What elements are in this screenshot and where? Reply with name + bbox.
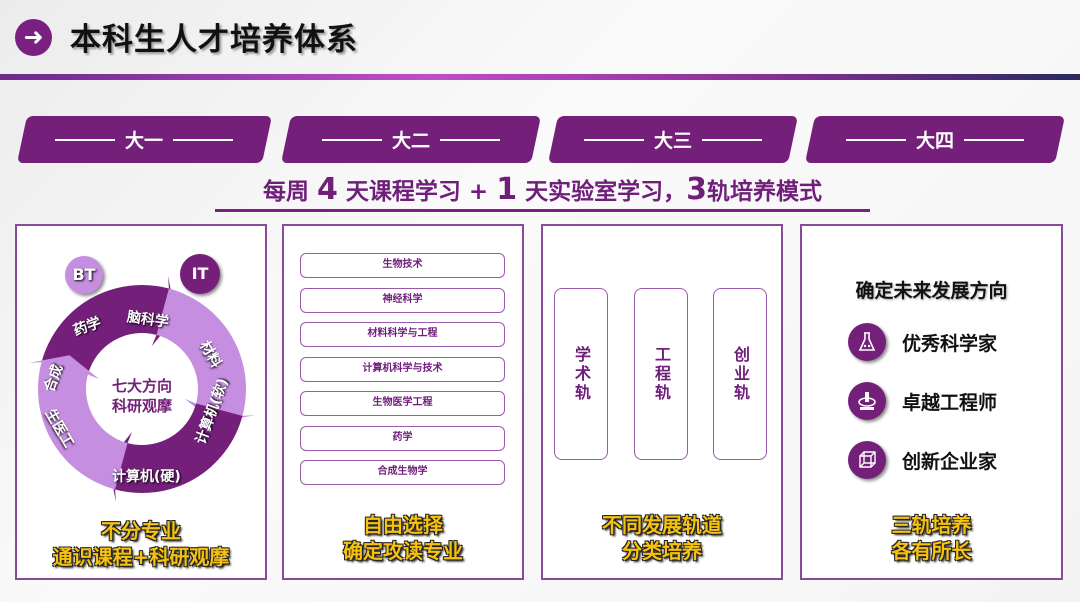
cycle-diagram [28, 275, 256, 503]
badge-bt: BT [65, 256, 103, 294]
major-item: 计算机科学与技术 [300, 357, 505, 382]
card-year-2: 生物技术 神经科学 材料科学与工程 计算机科学与技术 生物医学工程 药学 合成生… [282, 224, 524, 580]
tab-year-2: 大二 [281, 116, 541, 163]
schedule-subtitle: 每周 4 天课程学习 + 1 天实验室学习，3轨培养模式 [215, 172, 870, 212]
major-item: 合成生物学 [300, 460, 505, 485]
segment-label: 计算机(硬) [112, 469, 181, 485]
tab-year-1: 大一 [17, 116, 272, 163]
tab-year-3: 大三 [548, 116, 798, 163]
track-academic: 学术轨 [554, 288, 608, 460]
cycle-segment-bottom [108, 403, 243, 503]
track-engineering: 工程轨 [634, 288, 688, 460]
major-item: 神经科学 [300, 288, 505, 313]
flask-icon [848, 323, 886, 361]
career-item-scientist: 优秀科学家 [848, 323, 997, 361]
track-entrepreneurship: 创业轨 [713, 288, 767, 460]
career-item-engineer: 卓越工程师 [848, 382, 997, 420]
engineering-icon [848, 382, 886, 420]
card-year-1: BT IT 七大方向科研观摩 药学 脑科学 材料 计算机(软) 计算机(硬) 生… [15, 224, 267, 580]
cycle-segment-left [28, 355, 128, 490]
page-title: 本科生人才培养体系 [70, 22, 358, 58]
badge-it: IT [180, 254, 220, 294]
cycle-segment-right [156, 288, 256, 423]
cycle-segment-top [41, 275, 176, 375]
arrow-right-circle-icon: ➜ [15, 19, 52, 56]
card-caption: 三轨培养各有所长 [891, 513, 972, 563]
cube-icon [848, 441, 886, 479]
card-year-4: 确定未来发展方向 优秀科学家 卓越工程师 创新企业家 三轨培养各有所长 [800, 224, 1063, 580]
career-item-entrepreneur: 创新企业家 [848, 441, 997, 479]
tab-year-4: 大四 [805, 116, 1065, 163]
major-item: 材料科学与工程 [300, 322, 505, 347]
major-item: 药学 [300, 426, 505, 451]
card-heading: 确定未来发展方向 [855, 280, 1008, 302]
card-caption: 不同发展轨道分类培养 [602, 513, 722, 563]
major-item: 生物医学工程 [300, 391, 505, 416]
card-year-3: 学术轨 工程轨 创业轨 不同发展轨道分类培养 [541, 224, 783, 580]
card-caption: 自由选择确定攻读专业 [343, 513, 463, 563]
cycle-center-label: 七大方向科研观摩 [111, 377, 172, 415]
major-item: 生物技术 [300, 253, 505, 278]
card-caption: 不分专业通识课程+科研观摩 [52, 519, 230, 569]
header-divider [0, 74, 1080, 80]
